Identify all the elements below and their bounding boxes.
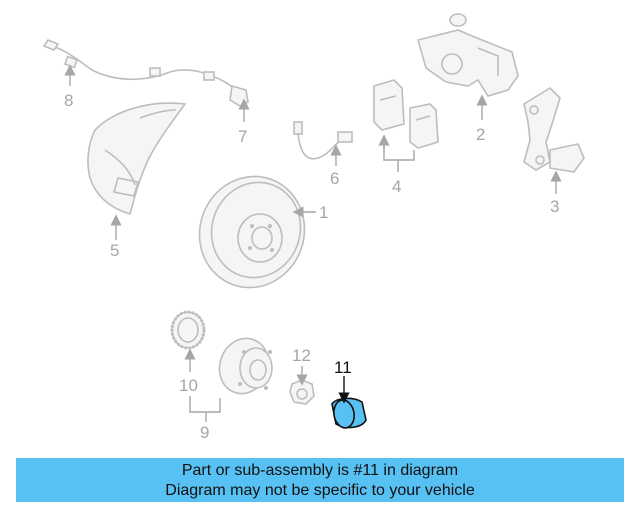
label-6: 6: [330, 169, 339, 188]
brake-pads-part: [373, 79, 439, 149]
label-3: 3: [550, 197, 559, 216]
splash-shield-part: [87, 102, 187, 215]
label-10: 10: [179, 376, 198, 395]
bracket-9: [189, 396, 221, 413]
hub-nut-part: [289, 379, 315, 405]
label-4: 4: [392, 177, 401, 196]
wheel-hub-part: [218, 337, 273, 395]
caliper-part: [417, 13, 519, 97]
abs-sensor-wire-part: [42, 39, 249, 107]
brake-hose-part: [293, 121, 353, 160]
label-9: 9: [200, 423, 209, 442]
label-8: 8: [64, 91, 73, 110]
banner-line-2: Diagram may not be specific to your vehi…: [165, 482, 475, 499]
dust-cap-part: [331, 397, 367, 429]
label-11: 11: [334, 358, 352, 377]
info-banner: Part or sub-assembly is #11 in diagram D…: [16, 458, 624, 502]
label-5: 5: [110, 241, 119, 260]
banner-line-1: Part or sub-assembly is #11 in diagram: [181, 462, 459, 479]
label-1: 1: [319, 203, 328, 222]
tone-ring-part: [170, 310, 206, 350]
caliper-bracket-part: [523, 86, 585, 173]
label-12: 12: [292, 346, 311, 365]
label-2: 2: [476, 125, 485, 144]
label-7: 7: [238, 127, 247, 146]
brake-rotor-part: [198, 175, 306, 289]
